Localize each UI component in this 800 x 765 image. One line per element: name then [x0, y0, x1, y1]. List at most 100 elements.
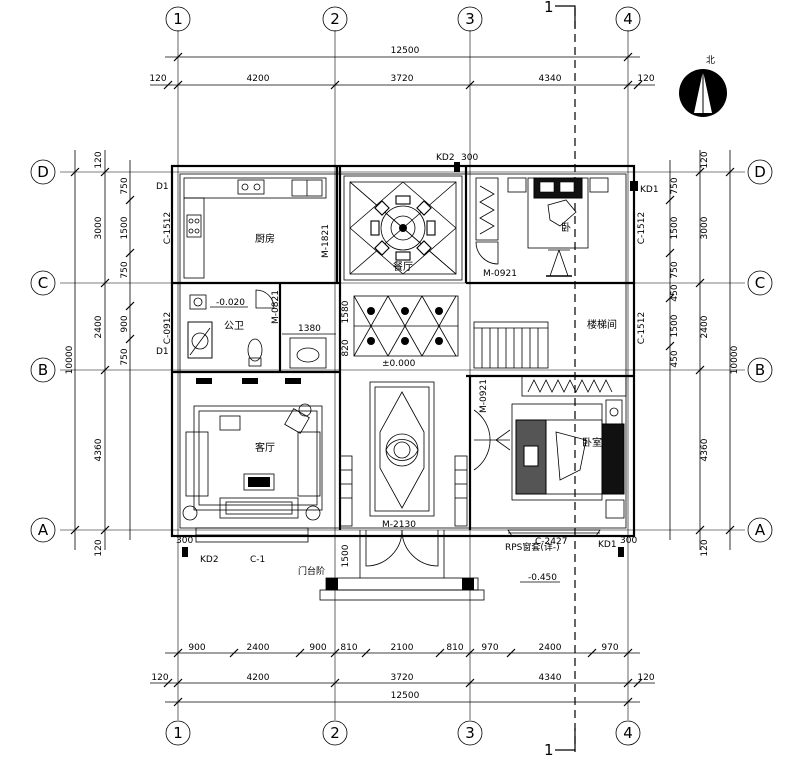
dim-left-o5: 120	[94, 539, 104, 556]
label-d1-top: D1	[156, 182, 169, 192]
label-m2130: M-2130	[382, 520, 416, 530]
grid-lines	[60, 30, 745, 720]
kitchen: 厨房 C-1512 M-1821 D1	[156, 177, 331, 279]
dim-b1-1: 900	[188, 643, 205, 653]
dim-right-o2: 3000	[700, 216, 710, 239]
label-kd2-bottom: KD2	[200, 555, 219, 565]
dim-bottom-total: 12500	[391, 691, 420, 701]
room-living: 客厅	[255, 441, 275, 454]
label-dim-1380: 1380	[298, 324, 321, 334]
axis-4-bottom: 4	[623, 724, 633, 742]
dim-right-i4: 450	[670, 284, 680, 301]
dim-right-o4: 4360	[700, 438, 710, 461]
dim-b1-6: 810	[446, 643, 463, 653]
axis-bubbles-top: 1 2 3 4	[165, 6, 641, 32]
dim-top-4: 4340	[539, 74, 562, 84]
label-level-toilet: -0.020	[216, 298, 245, 308]
dim-b2-2: 4200	[247, 673, 270, 683]
dim-right-total: 10000	[730, 345, 740, 374]
living-room: 客厅 C-1 KD2 300	[176, 378, 323, 565]
section-mark-top: 1	[544, 0, 554, 16]
section-mark-bottom: 1	[544, 741, 554, 759]
label-kd2-top-dim: 300	[461, 153, 478, 163]
axis-bubbles-left: D C B A	[30, 159, 56, 543]
dim-top-5: 120	[637, 74, 654, 84]
dim-b1-8: 2400	[539, 643, 562, 653]
hall-tiles: 1580 820 ±0.000	[341, 295, 459, 369]
dim-left-o2: 3000	[94, 216, 104, 239]
dim-b2-5: 120	[637, 673, 654, 683]
dim-left-total: 10000	[65, 345, 75, 374]
axis-a-right: A	[755, 521, 766, 539]
label-kd2-top: KD2	[436, 153, 455, 163]
label-level-zero: ±0.000	[382, 359, 416, 369]
axis-a-left: A	[38, 521, 49, 539]
dim-b2-3: 3720	[391, 673, 414, 683]
axis-c-left: C	[38, 274, 48, 292]
bottom-dimensions: 900 2400 900 810 2100 810 970 2400 970 1…	[150, 643, 655, 707]
dim-b1-3: 900	[309, 643, 326, 653]
north-label: 北	[706, 55, 715, 66]
label-d1-mid: D1	[156, 347, 169, 357]
dim-right-i6: 450	[670, 350, 680, 367]
room-toilet: 公卫	[224, 321, 244, 332]
right-dimensions: 10000 120 3000 2400 4360 120 750 1500 75…	[665, 150, 740, 557]
room-bedroom-top: 卧	[561, 221, 571, 234]
label-c1: C-1	[250, 555, 265, 565]
dim-right-o1: 120	[700, 151, 710, 168]
axis-d-left: D	[37, 163, 49, 181]
bedroom-top: 卧 M-0921 KD1 C-1512	[475, 177, 659, 279]
label-c1512-left: C-1512	[163, 212, 173, 244]
bedroom-bottom: 卧室 M-0921 C-2427 KD1 300 RPS窗套(详-) -0.45…	[473, 375, 637, 583]
entrance: M-2130 1500 门台阶	[298, 381, 485, 601]
label-level-step: -0.450	[528, 573, 557, 583]
dim-top-2: 4200	[247, 74, 270, 84]
label-dim-1580: 1580	[341, 300, 351, 323]
left-dimensions: 10000 120 3000 2400 4360 120 750 1500 75…	[65, 150, 135, 557]
dim-left-i3: 750	[120, 261, 130, 278]
north-arrow: 北	[679, 55, 727, 117]
axis-c-right: C	[755, 274, 765, 292]
dim-right-i2: 1500	[670, 216, 680, 239]
dim-left-o1: 120	[94, 151, 104, 168]
axis-bubbles-right: D C B A	[747, 159, 773, 543]
top-dimensions: 12500 120 4200 3720 4340 120	[149, 46, 655, 90]
dim-b1-2: 2400	[247, 643, 270, 653]
dim-top-3: 3720	[391, 74, 414, 84]
dim-left-i1: 750	[120, 177, 130, 194]
dim-b1-9: 970	[601, 643, 618, 653]
dining-area: 餐厅 KD2 300	[349, 153, 478, 275]
room-dining: 餐厅	[393, 260, 413, 273]
dim-right-i1: 750	[670, 177, 680, 194]
label-m1821: M-1821	[321, 224, 331, 258]
section-cut: 1 1	[544, 0, 576, 759]
label-c1512-right-top: C-1512	[637, 212, 647, 244]
dim-left-i5: 750	[120, 348, 130, 365]
axis-1-bottom: 1	[173, 724, 183, 742]
axis-b-right: B	[755, 361, 765, 379]
axis-3-bottom: 3	[465, 724, 475, 742]
dim-b2-4: 4340	[539, 673, 562, 683]
label-note-right: RPS窗套(详-)	[505, 541, 560, 553]
dim-top-1: 120	[149, 74, 166, 84]
dim-left-i2: 1500	[120, 216, 130, 239]
dim-b2-1: 120	[151, 673, 168, 683]
dim-right-o3: 2400	[700, 315, 710, 338]
label-m0921-bottom: M-0921	[479, 379, 489, 413]
axis-3-top: 3	[465, 10, 475, 28]
room-kitchen: 厨房	[255, 232, 275, 245]
dim-b1-5: 2100	[391, 643, 414, 653]
label-c1512-right-mid: C-1512	[637, 312, 647, 344]
label-m0821: M-0821	[271, 290, 281, 324]
label-kd1-bottom: KD1	[598, 540, 617, 550]
label-c0912: C-0912	[163, 312, 173, 344]
label-note-left: 门台阶	[298, 565, 325, 577]
dim-left-i4: 900	[120, 315, 130, 332]
label-dim-300-a: 300	[176, 536, 193, 546]
axis-4-top: 4	[623, 10, 633, 28]
axis-bubbles-bottom: 1 2 3 4	[165, 720, 641, 746]
dim-left-o4: 4360	[94, 438, 104, 461]
axis-1-top: 1	[173, 10, 183, 28]
axis-b-left: B	[38, 361, 48, 379]
